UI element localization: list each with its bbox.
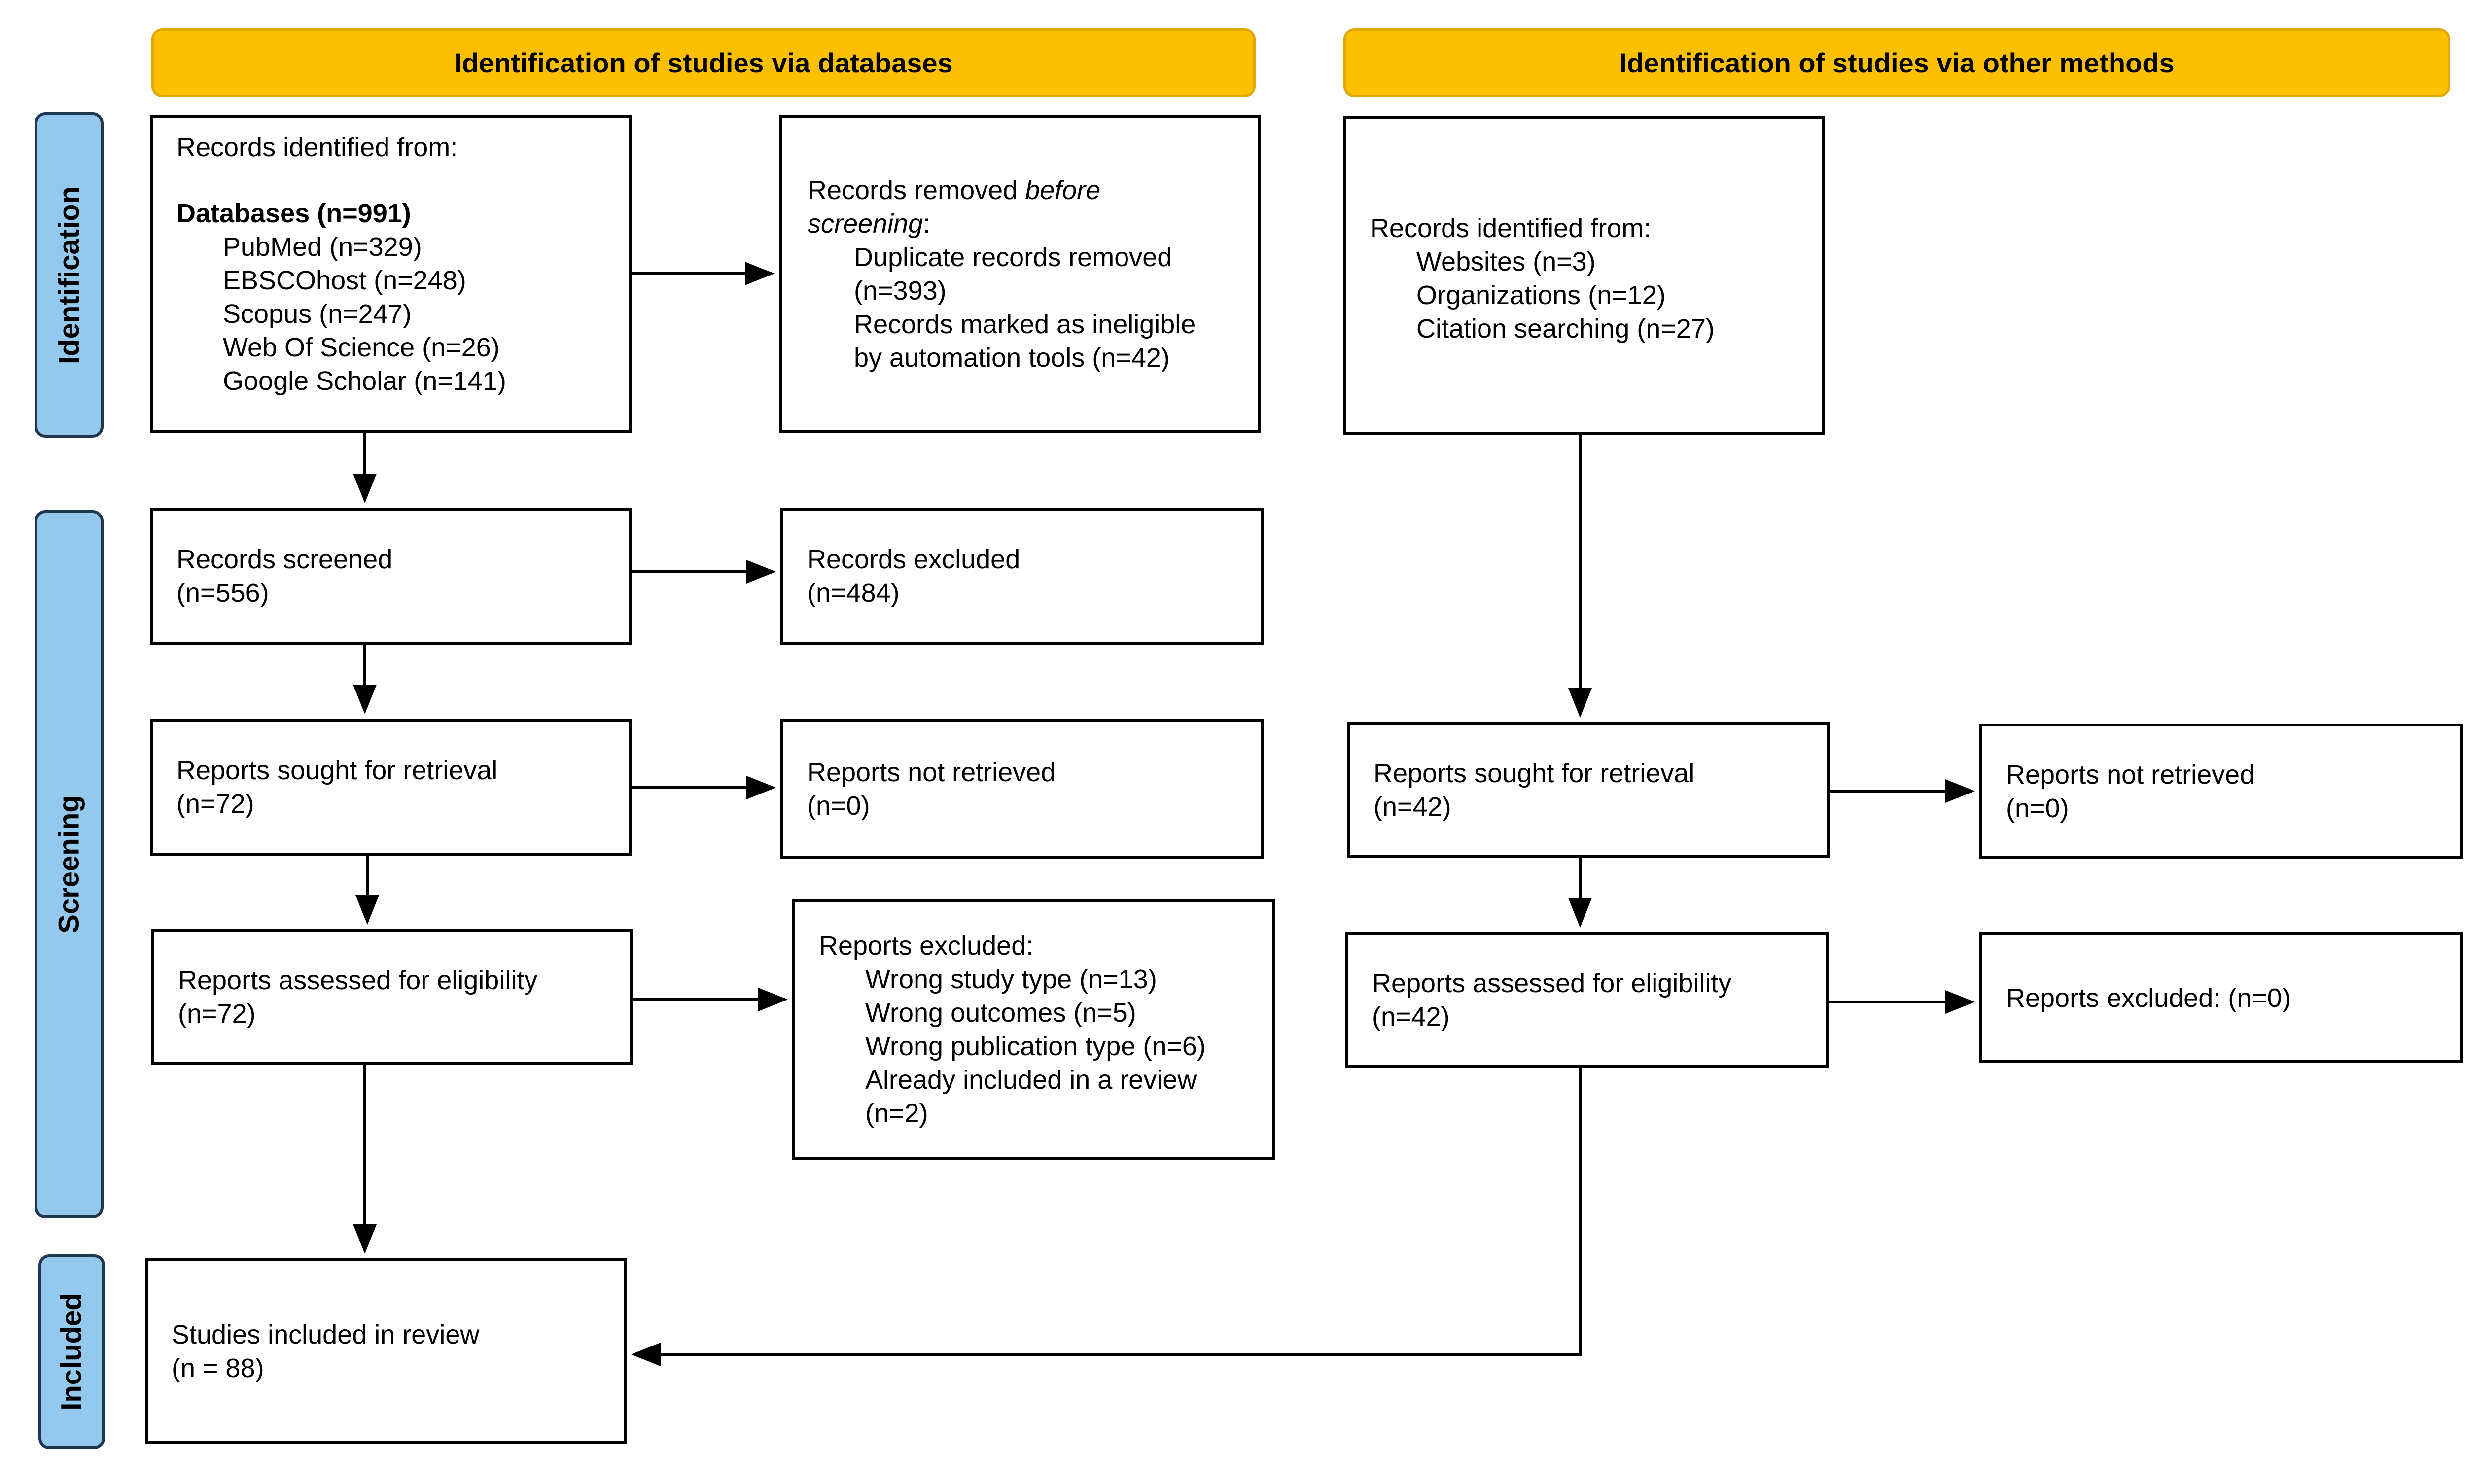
db-reports-not-retrieved-box: Reports not retrieved (n=0) (780, 719, 1264, 859)
db-databases-total: Databases (n=991) (176, 199, 411, 228)
arrow-other-assessed-to-included (631, 1068, 1582, 1366)
db-records-screened-count: (n=556) (176, 578, 269, 608)
header-other-methods: Identification of studies via other meth… (1343, 28, 2450, 97)
db-excluded-already-included-count: (n=2) (865, 1099, 928, 1128)
studies-included-count: (n = 88) (172, 1353, 264, 1383)
other-reports-not-retrieved-label: Reports not retrieved (2006, 759, 2255, 790)
db-ineligible-automation-count: by automation tools (n=42) (854, 343, 1170, 373)
db-records-removed-box: Records removed before screening: Duplic… (779, 115, 1261, 433)
db-excluded-wrong-study-type: Wrong study type (n=13) (865, 965, 1157, 994)
other-reports-excluded-label: Reports excluded: (n=0) (2006, 983, 2291, 1013)
other-reports-not-retrieved-count: (n=0) (2006, 793, 2069, 823)
db-records-removed-title-2: screening: (808, 208, 931, 239)
studies-included-label: Studies included in review (172, 1319, 480, 1349)
db-reports-not-retrieved-label: Reports not retrieved (807, 757, 1056, 787)
other-reports-excluded-box: Reports excluded: (n=0) (1979, 932, 2463, 1063)
db-excluded-wrong-outcomes: Wrong outcomes (n=5) (865, 998, 1136, 1028)
db-reports-excluded-box: Reports excluded: Wrong study type (n=13… (792, 899, 1275, 1160)
db-source-web-of-science: Web Of Science (n=26) (223, 333, 500, 362)
phase-identification: Identification (35, 112, 104, 438)
db-records-excluded-box: Records excluded (n=484) (780, 508, 1264, 645)
db-duplicates-removed-count: (n=393) (854, 276, 947, 306)
other-reports-sought-box: Reports sought for retrieval (n=42) (1347, 722, 1830, 858)
other-reports-assessed-label: Reports assessed for eligibility (1372, 968, 1732, 998)
other-records-identified-box: Records identified from: Websites (n=3) … (1343, 116, 1825, 435)
db-records-excluded-count: (n=484) (807, 578, 900, 608)
db-source-pubmed: PubMed (n=329) (223, 232, 422, 262)
header-databases: Identification of studies via databases (151, 28, 1256, 97)
db-records-screened-box: Records screened (n=556) (150, 508, 632, 645)
other-records-identified-intro: Records identified from: (1370, 213, 1652, 243)
db-ineligible-automation: Records marked as ineligible (854, 309, 1196, 339)
db-reports-not-retrieved-count: (n=0) (807, 791, 870, 821)
db-records-identified-box: Records identified from: Databases (n=99… (150, 115, 632, 433)
db-reports-assessed-label: Reports assessed for eligibility (178, 965, 538, 995)
studies-included-box: Studies included in review (n = 88) (145, 1258, 627, 1444)
header-databases-text: Identification of studies via databases (454, 47, 953, 78)
db-reports-sought-box: Reports sought for retrieval (n=72) (150, 719, 632, 856)
header-other-methods-text: Identification of studies via other meth… (1619, 47, 2175, 78)
db-records-removed-title: Records removed before (808, 175, 1101, 205)
db-duplicates-removed: Duplicate records removed (854, 242, 1172, 272)
db-source-scopus: Scopus (n=247) (223, 299, 412, 329)
phase-screening: Screening (35, 510, 104, 1218)
db-excluded-already-included: Already included in a review (865, 1065, 1197, 1095)
db-reports-sought-count: (n=72) (176, 789, 254, 819)
db-records-excluded-label: Records excluded (807, 545, 1021, 574)
other-reports-sought-label: Reports sought for retrieval (1373, 758, 1695, 788)
db-reports-assessed-count: (n=72) (178, 999, 256, 1029)
db-records-identified-intro: Records identified from: (176, 133, 458, 162)
db-reports-sought-label: Reports sought for retrieval (176, 756, 498, 785)
db-records-screened-label: Records screened (176, 545, 393, 574)
other-source-organizations: Organizations (n=12) (1416, 280, 1666, 310)
db-reports-assessed-box: Reports assessed for eligibility (n=72) (151, 929, 633, 1065)
other-source-citation-searching: Citation searching (n=27) (1416, 314, 1715, 344)
phase-included: Included (38, 1254, 105, 1449)
other-reports-sought-count: (n=42) (1373, 792, 1451, 822)
other-source-websites: Websites (n=3) (1416, 247, 1596, 276)
db-reports-excluded-title: Reports excluded: (819, 931, 1034, 961)
other-reports-assessed-count: (n=42) (1372, 1001, 1450, 1032)
db-excluded-wrong-publication-type: Wrong publication type (n=6) (865, 1032, 1206, 1061)
other-reports-not-retrieved-box: Reports not retrieved (n=0) (1979, 724, 2463, 859)
db-source-google-scholar: Google Scholar (n=141) (223, 366, 506, 396)
other-reports-assessed-box: Reports assessed for eligibility (n=42) (1345, 932, 1829, 1068)
db-source-ebscohost: EBSCOhost (n=248) (223, 266, 466, 295)
